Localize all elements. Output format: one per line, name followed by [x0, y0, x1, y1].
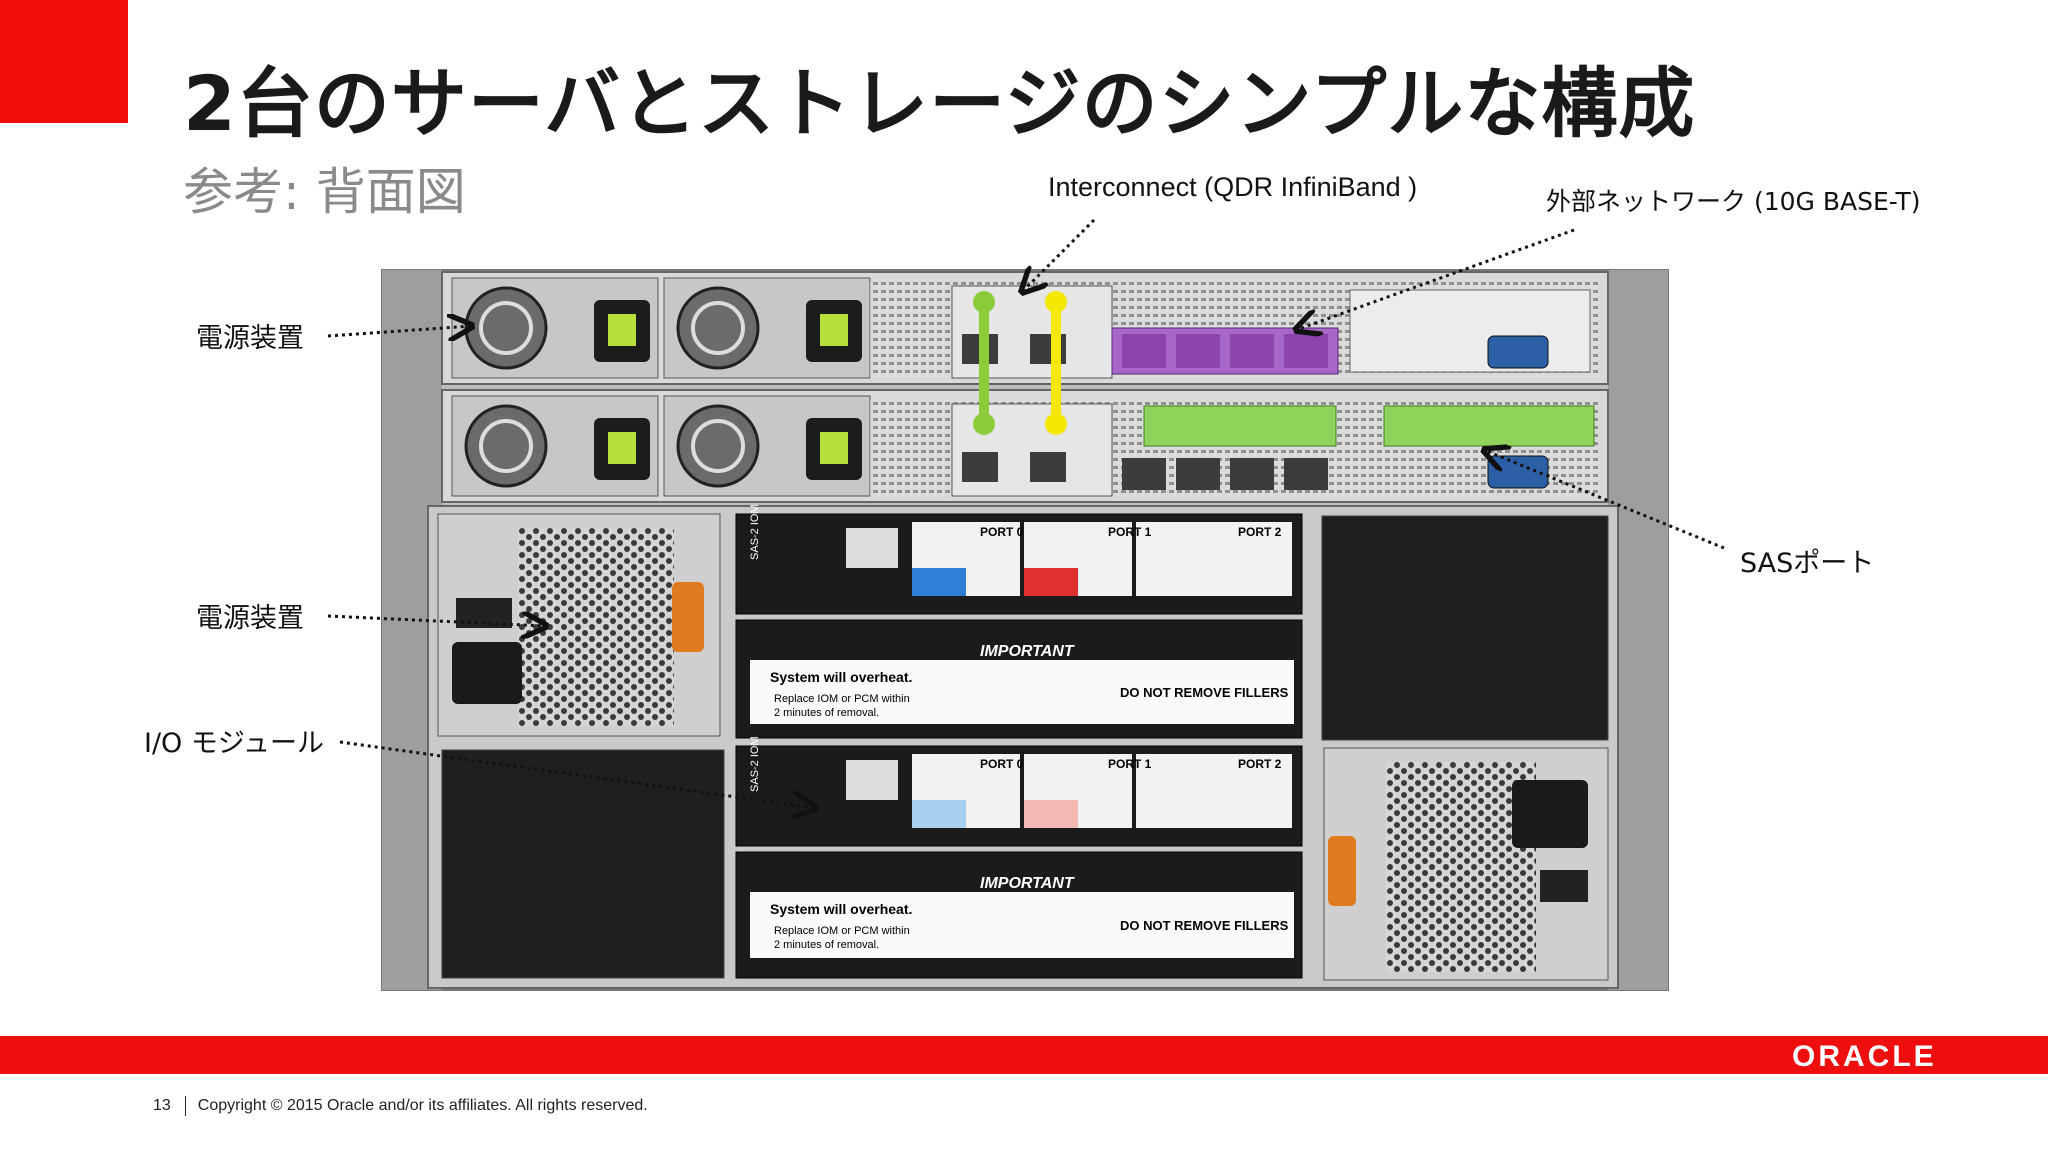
iom-bottom-port-1: PORT 1: [1108, 757, 1152, 771]
server-1-network-ports: [1111, 327, 1339, 375]
iom-top-port-2: PORT 2: [1238, 525, 1282, 539]
iom-bottom-label: SAS-2 IOM: [749, 736, 761, 792]
callout-interconnect: Interconnect (QDR InfiniBand ): [1048, 172, 1418, 202]
iom-bottom-port-2: PORT 2: [1238, 757, 1282, 771]
server-2-sas-card-0: [1143, 405, 1337, 447]
arrow-external-network: [1296, 228, 1575, 330]
oracle-logo: ORACLE: [1792, 1040, 1937, 1073]
storage-shelf: SAS-2 IOM PORT 0 PORT 1 PORT 2 IMPORTANT…: [427, 504, 1619, 989]
callout-external-network: 外部ネットワーク (10G BASE-T): [1546, 187, 1921, 216]
filler-top-warning-body-1: Replace IOM or PCM within: [774, 693, 910, 705]
storage-psu-top: [437, 513, 721, 737]
iom-top-port-0: PORT 0: [980, 525, 1024, 539]
callout-arrows: [327, 218, 1725, 808]
iom-top-port-1: PORT 1: [1108, 525, 1152, 539]
footer-bar: [0, 1036, 2048, 1074]
filler-bottom-warning-body-1: Replace IOM or PCM within: [774, 925, 910, 937]
iom-top: SAS-2 IOM PORT 0 PORT 1 PORT 2: [735, 504, 1303, 615]
arrow-power-supply-server: [327, 326, 472, 336]
server-2-network-ports: [1122, 458, 1328, 490]
arrow-sas-port: [1484, 450, 1725, 550]
slide-title: 2台のサーバとストレージのシンプルな構成: [183, 59, 1696, 148]
iom-bottom: SAS-2 IOM PORT 0 PORT 1 PORT 2: [735, 736, 1303, 847]
brand-accent-block: [0, 0, 128, 123]
filler-top-warning-body-2: 2 minutes of removal.: [774, 707, 879, 719]
footer-divider: [184, 1096, 186, 1116]
filler-top-important: IMPORTANT: [980, 643, 1075, 660]
filler-top-notice: DO NOT REMOVE FILLERS: [1120, 685, 1289, 700]
iom-bottom-port-0: PORT 0: [980, 757, 1024, 771]
callout-power-supply-storage: 電源装置: [196, 603, 304, 634]
server-1-psu-1: [663, 277, 871, 379]
filler-bottom: IMPORTANT System will overheat. Replace …: [735, 851, 1303, 979]
callout-io-module: I/O モジュール: [144, 728, 325, 759]
callout-sas-port: SASポート: [1740, 548, 1875, 579]
server-2-psu-1: [663, 395, 871, 497]
copyright: Copyright © 2015 Oracle and/or its affil…: [197, 1097, 648, 1115]
filler-top-warning-title: System will overheat.: [770, 669, 912, 685]
iom-top-label: SAS-2 IOM: [749, 504, 761, 560]
filler-bottom-warning-title: System will overheat.: [770, 901, 912, 917]
arrow-power-supply-storage: [327, 616, 546, 626]
server-2-sas-card-1: [1383, 405, 1595, 447]
filler-bottom-notice: DO NOT REMOVE FILLERS: [1120, 918, 1289, 933]
server-1-psu-0: [451, 277, 659, 379]
footer: 13 Copyright © 2015 Oracle and/or its aff…: [153, 1096, 648, 1116]
storage-psu-bottom: [1323, 747, 1609, 981]
server-2-psu-0: [451, 395, 659, 497]
arrow-interconnect: [1022, 218, 1096, 292]
server-1-chassis: [441, 271, 1609, 385]
storage-blank-bottom: [441, 749, 725, 979]
filler-bottom-warning-body-2: 2 minutes of removal.: [774, 939, 879, 951]
filler-bottom-important: IMPORTANT: [980, 875, 1075, 892]
page-number: 13: [153, 1097, 171, 1115]
filler-top: IMPORTANT System will overheat. Replace …: [735, 619, 1303, 739]
arrow-io-module: [339, 740, 816, 808]
slide-subtitle: 参考: 背面図: [183, 163, 466, 221]
callout-power-supply-server: 電源装置: [196, 323, 304, 354]
storage-blank-top: [1321, 515, 1609, 741]
server-2-chassis: [441, 389, 1609, 503]
